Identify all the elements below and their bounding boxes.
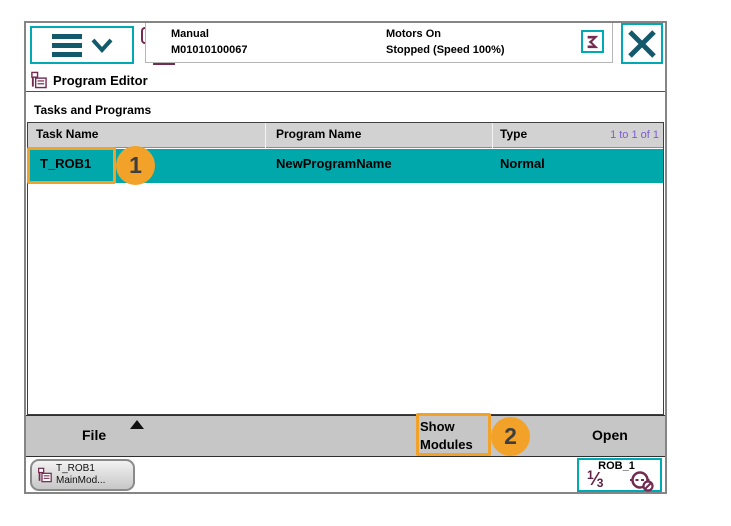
pagination-label: 1 to 1 of 1 — [610, 129, 659, 141]
tasks-table: Task Name Program Name Type 1 to 1 of 1 … — [27, 122, 664, 415]
chevron-down-icon — [91, 38, 112, 53]
type-cell: Normal — [500, 156, 545, 171]
program-editor-icon — [31, 71, 47, 89]
table-header: Task Name Program Name Type 1 to 1 of 1 — [28, 123, 663, 148]
column-divider — [492, 123, 493, 148]
program-editor-icon — [38, 467, 52, 483]
annotation-step2-badge: 2 — [491, 417, 530, 456]
section-title: Tasks and Programs — [34, 103, 152, 117]
close-icon — [628, 29, 656, 58]
speed-fraction-label: 1⁄3 — [587, 468, 604, 490]
open-button[interactable]: Open — [592, 427, 628, 443]
app-title-bar: Program Editor — [30, 69, 148, 91]
annotation-step1-badge: 1 — [116, 146, 155, 185]
taskbar-program-editor-button[interactable]: T_ROB1 MainMod... — [30, 459, 135, 491]
show-modules-button[interactable]: Show Modules — [420, 418, 473, 454]
event-log-icon[interactable] — [581, 30, 604, 53]
execution-status-label: Stopped (Speed 100%) — [386, 44, 505, 56]
task-name-cell: T_ROB1 — [40, 156, 92, 171]
hamburger-menu-icon — [51, 33, 82, 57]
flexpendant-window: i Manual M01010100067 Motors On Stopped … — [24, 21, 667, 494]
taskbar-task-label: T_ROB1 — [56, 463, 95, 474]
main-menu-button[interactable] — [30, 26, 134, 64]
column-header-program-name[interactable]: Program Name — [276, 127, 362, 141]
speed-denominator: 3 — [596, 476, 604, 490]
annotation-step1-highlight-box — [27, 147, 116, 184]
speed-numerator: 1 — [587, 468, 594, 482]
motor-run-status: Motors On Stopped (Speed 100%) — [386, 26, 505, 58]
taskbar-module-label: MainMod... — [56, 475, 106, 486]
bottom-toolbar: File Show Modules Open — [26, 415, 665, 457]
controller-status-panel[interactable]: Manual M01010100067 Motors On Stopped (S… — [145, 23, 613, 63]
annotation-step2-highlight-box — [416, 413, 491, 456]
column-header-task-name[interactable]: Task Name — [36, 127, 99, 141]
show-modules-line1: Show — [420, 419, 455, 434]
mechanical-unit-label: ROB_1 — [598, 460, 635, 472]
file-menu-button[interactable]: File — [82, 427, 107, 443]
column-divider — [265, 123, 266, 148]
column-header-type[interactable]: Type — [500, 127, 528, 141]
show-modules-line2: Modules — [420, 437, 473, 452]
controller-id-label: M01010100067 — [171, 44, 248, 56]
quickset-menu-button[interactable]: ROB_1 1⁄3 — [577, 458, 662, 492]
mode-label: Manual — [171, 28, 209, 40]
program-name-cell: NewProgramName — [276, 156, 392, 171]
operator-mode-status: Manual M01010100067 — [171, 26, 247, 58]
page-title: Program Editor — [53, 72, 148, 88]
divider — [26, 91, 665, 92]
menu-expand-arrow-icon — [130, 420, 144, 429]
close-button[interactable] — [621, 23, 663, 64]
speed-limit-icon — [630, 471, 654, 492]
motors-status-label: Motors On — [386, 28, 441, 40]
